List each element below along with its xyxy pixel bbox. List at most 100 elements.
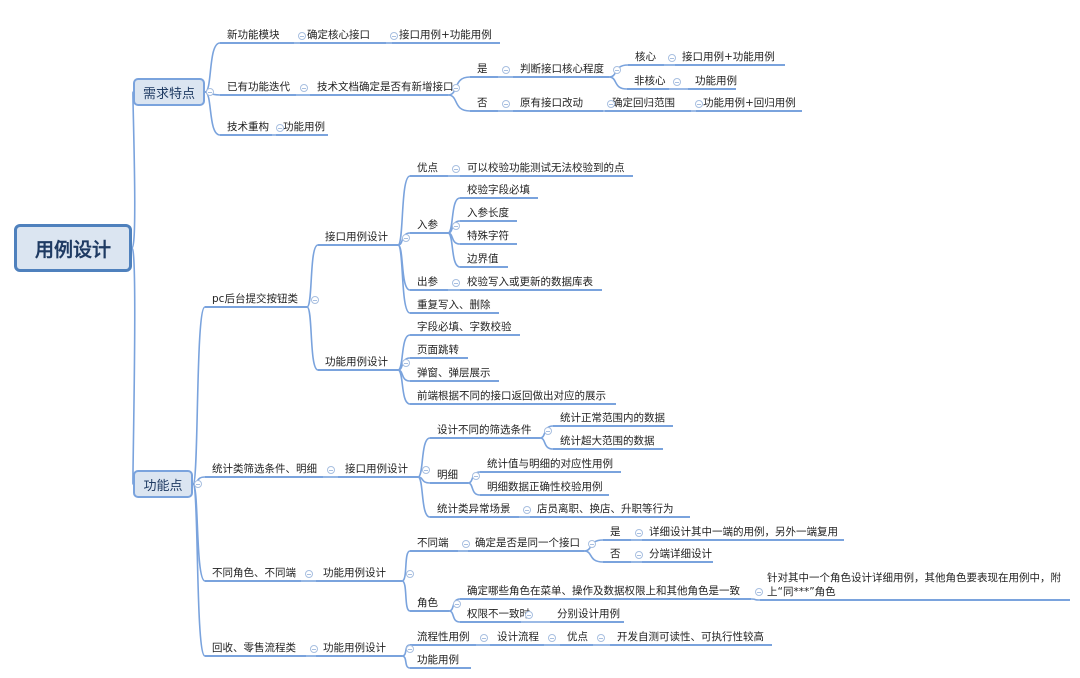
collapse-icon[interactable]	[300, 84, 308, 92]
node-output-text[interactable]: 校验写入或更新的数据库表	[460, 275, 602, 291]
node-design-flow[interactable]: 设计流程	[490, 630, 544, 646]
collapse-icon[interactable]	[635, 529, 643, 537]
node-detail-item[interactable]: 明细数据正确性校验用例	[480, 480, 609, 496]
node-func-item[interactable]: 字段必填、字数校验	[410, 320, 520, 336]
node-confirm-core[interactable]: 确定核心接口	[300, 28, 386, 44]
collapse-icon[interactable]	[311, 296, 319, 304]
node-yes[interactable]: 是	[470, 62, 498, 78]
node-advantage[interactable]: 优点	[560, 630, 593, 646]
collapse-icon[interactable]	[613, 66, 621, 74]
collapse-icon[interactable]	[402, 359, 410, 367]
collapse-icon[interactable]	[548, 634, 556, 642]
collapse-icon[interactable]	[607, 100, 615, 108]
collapse-icon[interactable]	[327, 466, 335, 474]
collapse-icon[interactable]	[452, 84, 460, 92]
node-input[interactable]: 入参	[410, 218, 448, 234]
node-no[interactable]: 否	[603, 547, 631, 563]
collapse-icon[interactable]	[310, 645, 318, 653]
topic-requirements[interactable]: 需求特点	[133, 78, 205, 106]
node-roles[interactable]: 不同角色、不同端	[205, 566, 301, 582]
node-detail-item[interactable]: 统计值与明细的对应性用例	[480, 457, 621, 473]
node-tech-doc[interactable]: 技术文档确定是否有新增接口	[310, 80, 454, 96]
node-output[interactable]: 出参	[410, 275, 448, 291]
node-filter-item[interactable]: 统计超大范围的数据	[553, 434, 663, 450]
node-func-design[interactable]: 功能用例设计	[316, 641, 402, 657]
node-func-2[interactable]: 功能用例	[276, 120, 328, 136]
collapse-icon[interactable]	[452, 279, 460, 287]
node-advantage-text[interactable]: 开发自测可读性、可执行性较高	[610, 630, 772, 646]
collapse-icon[interactable]	[453, 600, 461, 608]
node-role-consistent-text[interactable]: 针对其中一个角色设计详细用例，其他角色要表现在用例中，附上“同***”角色	[760, 571, 1070, 601]
node-no[interactable]: 否	[470, 96, 498, 112]
node-api-func-2[interactable]: 接口用例+功能用例	[675, 50, 785, 66]
node-refactor[interactable]: 技术重构	[220, 120, 272, 136]
node-role[interactable]: 角色	[410, 596, 449, 612]
collapse-icon[interactable]	[544, 427, 552, 435]
node-input-item[interactable]: 特殊字符	[460, 229, 517, 245]
collapse-icon[interactable]	[673, 78, 681, 86]
node-yes[interactable]: 是	[603, 525, 631, 541]
node-inconsistent-text[interactable]: 分别设计用例	[550, 607, 624, 623]
node-judge-core[interactable]: 判断接口核心程度	[513, 62, 609, 78]
node-inconsistent[interactable]: 权限不一致时	[460, 607, 530, 623]
node-no-text[interactable]: 分端详细设计	[642, 547, 713, 563]
node-func-item[interactable]: 弹窗、弹层展示	[410, 366, 499, 382]
collapse-icon[interactable]	[276, 124, 284, 132]
collapse-icon[interactable]	[695, 100, 703, 108]
node-api-func[interactable]: 接口用例+功能用例	[392, 28, 500, 44]
node-func-design[interactable]: 功能用例设计	[316, 566, 402, 582]
node-input-item[interactable]: 校验字段必填	[460, 183, 538, 199]
node-new-module[interactable]: 新功能模块	[220, 28, 294, 44]
collapse-icon[interactable]	[305, 570, 313, 578]
node-regression-scope[interactable]: 确定回归范围	[605, 96, 691, 112]
collapse-icon[interactable]	[597, 634, 605, 642]
collapse-icon[interactable]	[668, 54, 676, 62]
collapse-icon[interactable]	[588, 540, 596, 548]
node-func-case[interactable]: 功能用例	[410, 653, 471, 669]
collapse-icon[interactable]	[755, 588, 763, 596]
node-stats[interactable]: 统计类筛选条件、明细	[205, 462, 323, 478]
node-flow-case[interactable]: 流程性用例	[410, 630, 476, 646]
node-clients[interactable]: 不同端	[410, 536, 458, 552]
node-api-design[interactable]: 接口用例设计	[338, 462, 418, 478]
collapse-icon[interactable]	[502, 100, 510, 108]
node-advantage[interactable]: 优点	[410, 161, 448, 177]
node-abnormal-text[interactable]: 店员离职、换店、升职等行为	[530, 502, 690, 518]
collapse-icon[interactable]	[462, 540, 470, 548]
node-input-item[interactable]: 入参长度	[460, 206, 517, 222]
collapse-icon[interactable]	[525, 611, 533, 619]
collapse-icon[interactable]	[422, 466, 430, 474]
collapse-icon[interactable]	[502, 66, 510, 74]
node-filter-item[interactable]: 统计正常范围内的数据	[553, 411, 673, 427]
node-pc-submit[interactable]: pc后台提交按钮类	[205, 292, 307, 308]
collapse-icon[interactable]	[406, 570, 414, 578]
topic-features[interactable]: 功能点	[133, 470, 193, 498]
node-advantage-text[interactable]: 可以校验功能测试无法校验到的点	[460, 161, 633, 177]
node-input-item[interactable]: 边界值	[460, 252, 508, 268]
collapse-icon[interactable]	[406, 645, 414, 653]
node-change-api[interactable]: 原有接口改动	[513, 96, 603, 112]
root-topic[interactable]: 用例设计	[14, 224, 132, 272]
collapse-icon[interactable]	[194, 480, 202, 488]
node-func-design[interactable]: 功能用例设计	[318, 355, 398, 371]
collapse-icon[interactable]	[635, 551, 643, 559]
collapse-icon[interactable]	[298, 32, 306, 40]
node-detail[interactable]: 明细	[430, 468, 468, 484]
node-func-item[interactable]: 页面跳转	[410, 343, 468, 359]
node-non-core[interactable]: 非核心	[627, 74, 669, 90]
node-func[interactable]: 功能用例	[688, 74, 737, 90]
node-core[interactable]: 核心	[628, 50, 664, 66]
collapse-icon[interactable]	[452, 222, 460, 230]
collapse-icon[interactable]	[390, 32, 398, 40]
node-abnormal[interactable]: 统计类异常场景	[430, 502, 519, 518]
node-api-design[interactable]: 接口用例设计	[318, 230, 398, 246]
node-func-regression[interactable]: 功能用例+回归用例	[696, 96, 802, 112]
node-repeat[interactable]: 重复写入、删除	[410, 298, 499, 314]
node-iteration[interactable]: 已有功能迭代	[220, 80, 296, 96]
collapse-icon[interactable]	[523, 506, 531, 514]
collapse-icon[interactable]	[452, 165, 460, 173]
node-same-api[interactable]: 确定是否是同一个接口	[468, 536, 584, 552]
collapse-icon[interactable]	[402, 234, 410, 242]
node-yes-text[interactable]: 详细设计其中一端的用例，另外一端复用	[642, 525, 844, 541]
collapse-icon[interactable]	[472, 472, 480, 480]
